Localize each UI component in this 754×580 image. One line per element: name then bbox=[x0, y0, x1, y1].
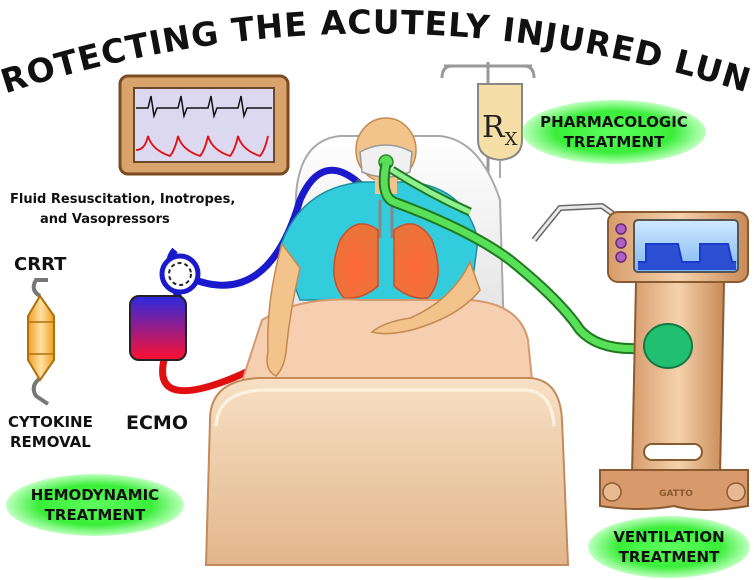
ecmo-pump-icon bbox=[159, 253, 201, 295]
pharmacologic-badge-line1: PHARMACOLOGIC bbox=[540, 113, 688, 131]
ventilator-tube bbox=[378, 162, 647, 355]
bed bbox=[204, 242, 570, 566]
fluid-label-line1: Fluid Resuscitation, Inotropes, bbox=[10, 192, 236, 207]
ecmo-label: ECMO bbox=[126, 412, 188, 434]
ventilation-badge-glow bbox=[588, 516, 750, 578]
pharmacologic-badge: PHARMACOLOGIC TREATMENT bbox=[522, 112, 706, 152]
fluid-label: Fluid Resuscitation, Inotropes, and Vaso… bbox=[10, 190, 235, 230]
pharmacologic-badge-line2: TREATMENT bbox=[563, 133, 665, 151]
crrt-filter-icon bbox=[27, 278, 55, 406]
ventilation-badge: VENTILATION TREATMENT bbox=[588, 527, 750, 567]
patient-monitor-icon bbox=[118, 74, 290, 176]
ventilator-icon: GATTO bbox=[599, 211, 749, 511]
hemodynamic-badge-line2: TREATMENT bbox=[44, 506, 146, 524]
hemodynamic-badge: HEMODYNAMIC TREATMENT bbox=[6, 485, 184, 525]
cytokine-label-line1: CYTOKINE bbox=[8, 413, 93, 431]
fluid-label-line2: and Vasopressors bbox=[40, 212, 170, 227]
ventilation-badge-line2: TREATMENT bbox=[618, 548, 720, 566]
ventilator-arm bbox=[531, 202, 618, 242]
cytokine-label-line2: REMOVAL bbox=[10, 433, 91, 451]
cytokine-label: CYTOKINE REMOVAL bbox=[8, 412, 93, 452]
rx-subscript: X bbox=[504, 129, 518, 150]
ventilation-badge-line1: VENTILATION bbox=[613, 528, 725, 546]
pharmacologic-badge-glow bbox=[522, 100, 706, 164]
hemodynamic-badge-line1: HEMODYNAMIC bbox=[30, 486, 160, 504]
rx-letter: R bbox=[482, 110, 505, 145]
crrt-label: CRRT bbox=[14, 254, 67, 275]
iv-bag-icon bbox=[440, 62, 536, 185]
ecmo-oxygenator-icon bbox=[129, 295, 187, 361]
rx-label: RX bbox=[482, 110, 517, 150]
ventilator-brand: GATTO bbox=[659, 489, 693, 499]
hemodynamic-badge-glow bbox=[6, 474, 184, 536]
